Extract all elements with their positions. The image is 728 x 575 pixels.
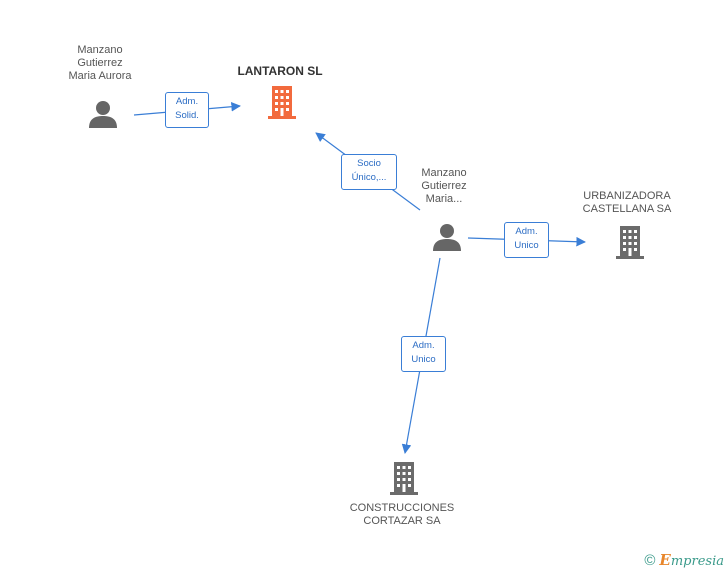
brand-name: Empresia bbox=[659, 551, 724, 569]
node-label-company-lantaron: LANTARON SL bbox=[237, 64, 323, 78]
person-icon[interactable] bbox=[88, 99, 118, 129]
edge-label-adm-unico-urbanizadora[interactable]: Adm. Unico bbox=[504, 222, 549, 258]
edge-label-adm-unico-construcciones[interactable]: Adm. Unico bbox=[401, 336, 446, 372]
person-icon[interactable] bbox=[432, 222, 462, 252]
building-icon[interactable] bbox=[613, 224, 647, 260]
brand-logo[interactable]: © Empresia bbox=[644, 551, 724, 569]
edge-label-socio-unico[interactable]: Socio Único,... bbox=[341, 154, 397, 190]
node-label-company-urbanizadora: URBANIZADORA CASTELLANA SA bbox=[582, 190, 672, 215]
edge-label-adm-solid[interactable]: Adm. Solid. bbox=[165, 92, 209, 128]
building-icon[interactable] bbox=[387, 460, 421, 496]
node-label-person-maria: Manzano Gutierrez Maria... bbox=[421, 167, 467, 205]
node-label-company-construcciones: CONSTRUCCIONES CORTAZAR SA bbox=[349, 502, 455, 527]
node-label-person-aurora: Manzano Gutierrez Maria Aurora bbox=[68, 44, 132, 82]
building-icon[interactable] bbox=[265, 84, 299, 120]
copyright-icon: © bbox=[644, 551, 656, 569]
